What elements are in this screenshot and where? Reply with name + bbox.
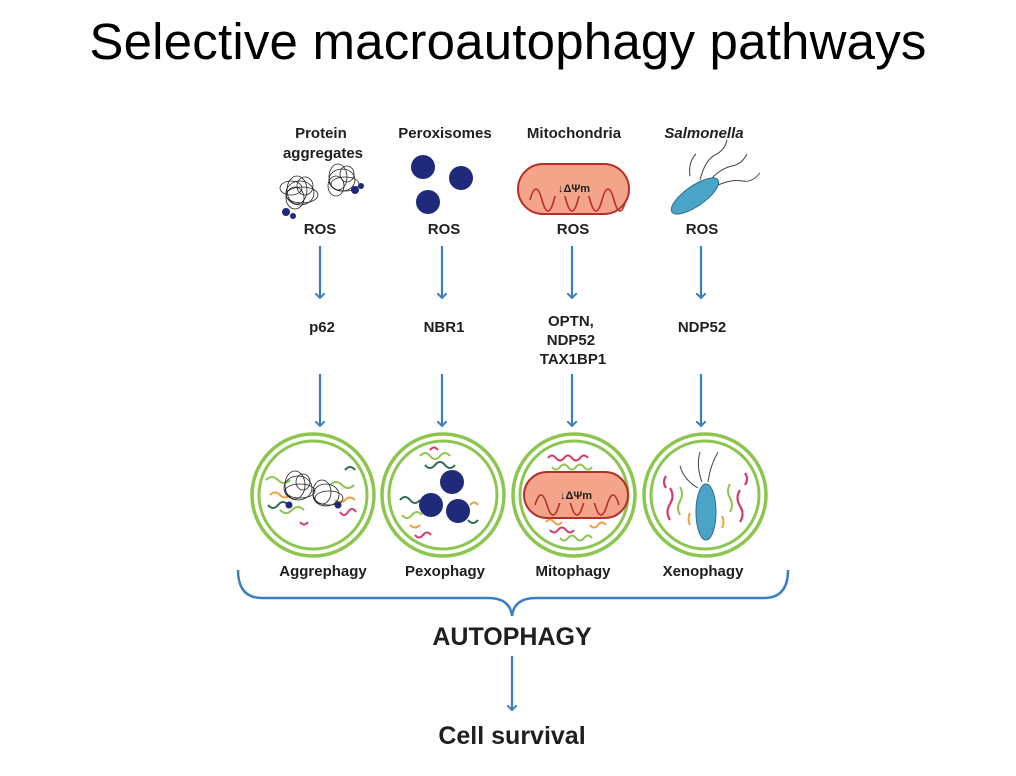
process-label: Mitophagy [536, 563, 612, 580]
signal-label: ROS [557, 221, 590, 238]
peroxisome-icon [411, 155, 473, 214]
summary-label: AUTOPHAGY [432, 623, 592, 651]
cargo-label: Salmonella [664, 125, 743, 142]
outcome-label: Cell survival [438, 722, 585, 750]
signal-label: ROS [304, 221, 337, 238]
receptor-label: NDP52 [678, 319, 726, 336]
process-label: Xenophagy [663, 563, 745, 580]
column-xenophagy: Salmonella ROS NDP52 [642, 125, 768, 580]
grouping-brace [236, 569, 790, 617]
signal-label: ROS [428, 221, 461, 238]
cargo-label: Peroxisomes [398, 125, 491, 142]
column-pexophagy: Peroxisomes ROS NBR1 [380, 125, 506, 580]
column-mitophagy: Mitochondria ↓ΔΨm ROS OPTN, NDP52 TAX1BP… [511, 125, 637, 580]
autophagosome [380, 432, 506, 558]
receptor-label: NBR1 [424, 319, 465, 336]
membrane-potential-label: ↓ΔΨm [558, 183, 590, 195]
cargo-label: Mitochondria [527, 125, 622, 142]
autophagosome [642, 432, 768, 558]
process-label: Pexophagy [405, 563, 486, 580]
page-title: Selective macroautophagy pathways [89, 13, 927, 70]
protein-aggregate-icon [279, 163, 364, 219]
cargo-label: Protein aggregates [283, 125, 363, 162]
autophagosome [250, 432, 376, 558]
mitochondrion-icon: ↓ΔΨm [517, 163, 630, 215]
autophagosome: ↓ΔΨm [511, 432, 637, 558]
membrane-potential-label: ↓ΔΨm [560, 490, 592, 502]
process-label: Aggrephagy [279, 563, 367, 580]
receptor-label: p62 [309, 319, 335, 336]
receptor-label: OPTN, NDP52 TAX1BP1 [540, 313, 606, 368]
bacterium-icon [670, 139, 761, 215]
signal-label: ROS [686, 221, 719, 238]
column-aggrephagy: Protein aggregates ROS p62 [250, 125, 376, 580]
